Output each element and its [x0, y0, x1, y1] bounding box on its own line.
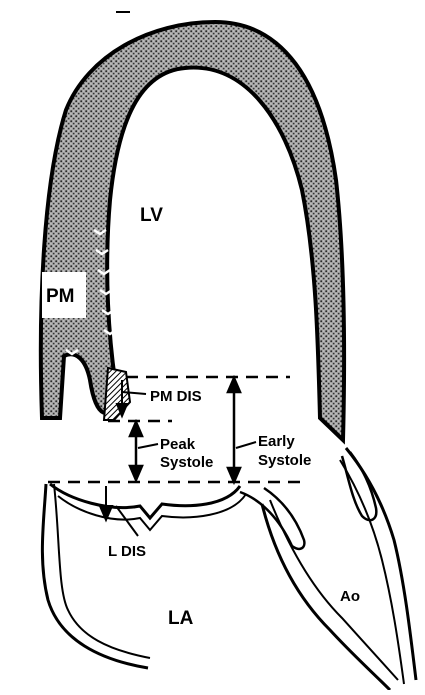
pm-dis-pointer — [117, 380, 146, 416]
mitral-leaflet-posterior — [58, 494, 246, 530]
aortic-wall-left-inner — [270, 500, 398, 680]
peak-label-connector — [138, 444, 158, 448]
mitral-leaflet-anterior — [50, 484, 240, 518]
early-label-line2: Systole — [258, 452, 311, 469]
pm-label: PM — [46, 286, 75, 307]
peak-label-line2: Systole — [160, 454, 213, 471]
ao-label: Ao — [340, 588, 360, 605]
aortic-wall-left — [262, 504, 390, 690]
peak-systole-arrow — [130, 422, 142, 480]
early-label-line1: Early — [258, 433, 295, 450]
lv-label: LV — [140, 205, 163, 226]
l-dis-pointer — [100, 486, 138, 536]
aortic-wall-right — [346, 448, 416, 680]
peak-label-line1: Peak — [160, 436, 196, 453]
early-label-connector — [236, 442, 256, 448]
early-systole-arrow — [228, 378, 240, 482]
l-dis-label: L DIS — [108, 543, 146, 560]
pm-dis-label: PM DIS — [150, 388, 202, 405]
la-label: LA — [168, 608, 194, 629]
